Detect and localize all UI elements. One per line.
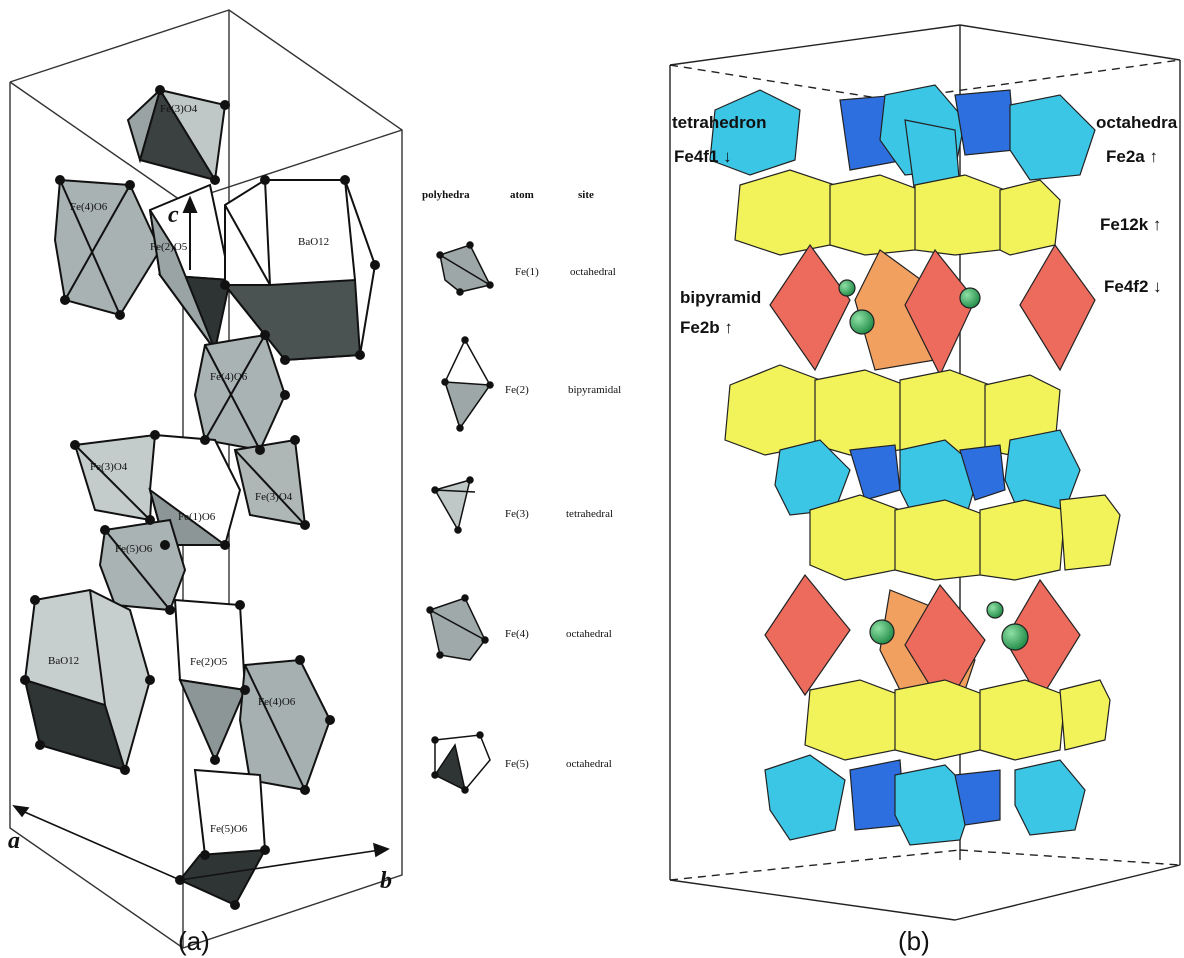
legend-icon-fe1 <box>436 241 494 296</box>
fe3-tetra-right <box>233 438 307 527</box>
label-fe3-left: Fe(3)O4 <box>90 461 128 473</box>
label-fe2-lower: Fe(2)O5 <box>190 656 228 668</box>
label-fe3-right: Fe(3)O4 <box>255 491 293 503</box>
legend-icon-fe3 <box>431 476 476 534</box>
legend-icon-fe2 <box>441 336 494 432</box>
label-tetrahedron: tetrahedron <box>672 113 766 132</box>
legend-icon-fe4 <box>426 594 489 661</box>
mid-octahedra-layer <box>774 429 1081 521</box>
legend-atom-fe3: Fe(3) <box>505 508 529 520</box>
yellow-layer-4 <box>804 679 1111 761</box>
axis-label-c: c <box>168 202 179 228</box>
label-octahedra: octahedra <box>1096 113 1178 132</box>
c-axis-arrow <box>182 195 198 270</box>
legend-atom-fe2: Fe(2) <box>505 384 529 396</box>
panel-a-structure <box>9 9 403 949</box>
fe5-octa-lower <box>98 518 187 612</box>
bao12-upper <box>222 179 377 362</box>
panel-b-labels: tetrahedron Fe4f1 ↓ octahedra Fe2a ↑ Fe1… <box>672 113 1178 337</box>
legend-site-fe3: tetrahedral <box>566 508 613 520</box>
unit-cell-a <box>9 9 403 949</box>
axis-letters: c a b <box>8 202 392 894</box>
label-fe4f1: Fe4f1 ↓ <box>674 147 732 166</box>
legend-icon-fe5 <box>431 731 491 794</box>
fe2-bipyramid-lower <box>173 598 247 763</box>
label-fe5-mid: Fe(5)O6 <box>115 543 153 555</box>
legend-site-fe1: octahedral <box>570 266 616 278</box>
label-bao12-upper: BaO12 <box>298 236 329 248</box>
yellow-layer-3 <box>809 494 1121 581</box>
label-fe4f2: Fe4f2 ↓ <box>1104 277 1162 296</box>
legend-a: polyhedra atom site <box>422 189 621 794</box>
label-fe4-upper: Fe(4)O6 <box>70 201 108 213</box>
label-fe2b: Fe2b ↑ <box>680 318 733 337</box>
fe3-tetra-top <box>126 86 227 183</box>
bipyramid-layer-1 <box>769 243 1096 377</box>
bao12-lower <box>23 588 152 772</box>
legend-site-fe5: octahedral <box>566 758 612 770</box>
label-fe12k: Fe12k ↑ <box>1100 215 1161 234</box>
oxygen-atoms-a <box>20 85 380 910</box>
label-fe1-mid: Fe(1)O6 <box>178 511 216 523</box>
legend-header-site: site <box>578 189 594 201</box>
legend-site-fe4: octahedral <box>566 628 612 640</box>
label-fe5-bottom: Fe(5)O6 <box>210 823 248 835</box>
caption-b: (b) <box>898 926 930 956</box>
label-fe4-mid: Fe(4)O6 <box>210 371 248 383</box>
label-bipyramid: bipyramid <box>680 288 761 307</box>
legend-atom-fe5: Fe(5) <box>505 758 529 770</box>
top-octahedra-layer <box>709 84 1096 196</box>
axis-label-b: b <box>380 868 392 894</box>
fe1-octa-mid <box>148 433 242 546</box>
fe5-bottom <box>178 768 267 907</box>
legend-header-polyhedra: polyhedra <box>422 189 470 201</box>
label-fe4-lower: Fe(4)O6 <box>258 696 296 708</box>
legend-site-fe2: bipyramidal <box>568 384 621 396</box>
yellow-layer-1 <box>734 169 1061 256</box>
bottom-octahedra-layer <box>764 754 1086 846</box>
fe4-octa-lower <box>238 658 332 792</box>
axis-label-a: a <box>8 828 20 854</box>
legend-header-atom: atom <box>510 189 534 201</box>
fe5-octa-mid <box>193 333 287 452</box>
legend-atom-fe1: Fe(1) <box>515 266 539 278</box>
label-fe2a: Fe2a ↑ <box>1106 147 1158 166</box>
label-fe2-upper: Fe(2)O5 <box>150 241 188 253</box>
fe3-tetra-left <box>73 433 157 522</box>
bipyramid-layer-2 <box>764 573 1081 712</box>
panel-b-structure <box>669 24 1181 921</box>
label-fe3-top: Fe(3)O4 <box>160 103 198 115</box>
label-bao12-lower: BaO12 <box>48 655 79 667</box>
a-b-axis-arrows <box>12 804 390 881</box>
legend-atom-fe4: Fe(4) <box>505 628 529 640</box>
panel-a-labels: Fe(3)O4 Fe(4)O6 Fe(2)O5 BaO12 Fe(4)O6 Fe… <box>48 103 329 835</box>
caption-a: (a) <box>178 926 210 956</box>
